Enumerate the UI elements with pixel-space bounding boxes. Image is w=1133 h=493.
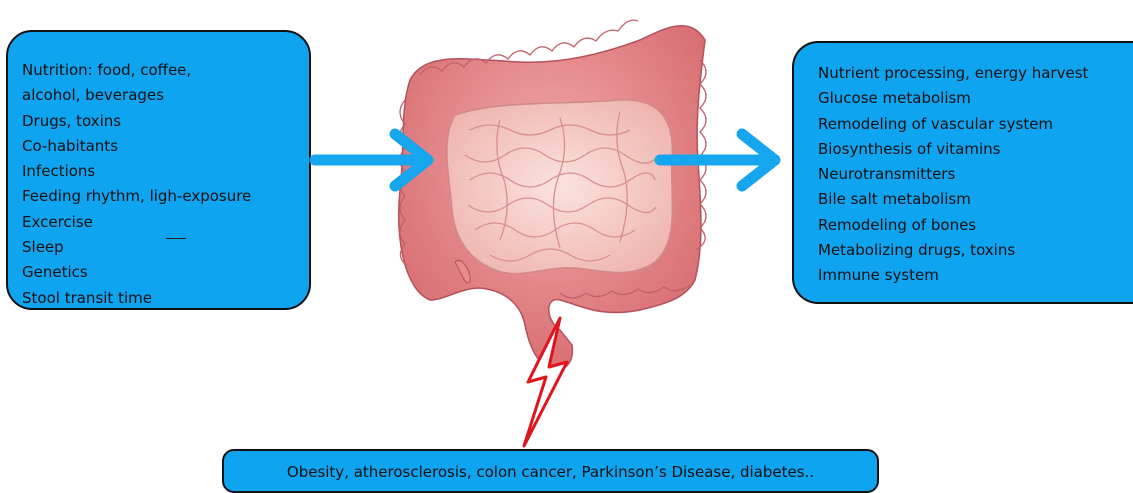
- intestine-illustration: [399, 20, 706, 370]
- arrow-right-icon: [315, 134, 428, 186]
- associated-diseases-box: Obesity, atherosclerosis, colon cancer, …: [222, 449, 879, 493]
- associated-diseases-text: Obesity, atherosclerosis, colon cancer, …: [287, 463, 814, 481]
